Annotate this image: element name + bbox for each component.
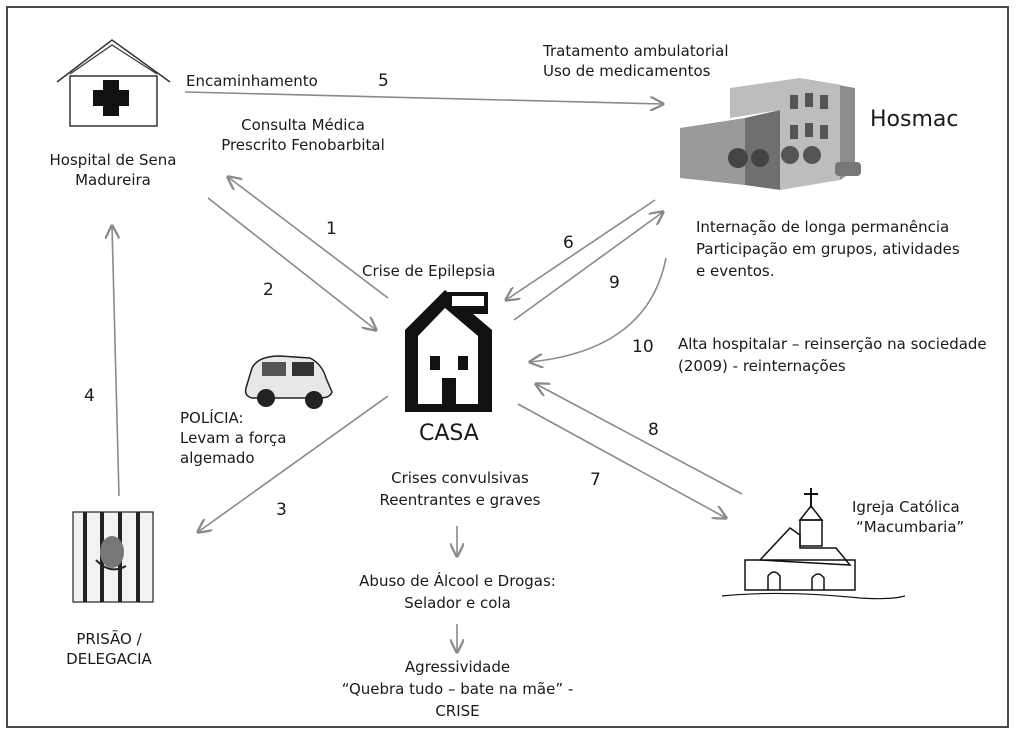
diagram-frame: [6, 6, 1009, 728]
arrow-5: [184, 91, 663, 104]
edge-number-8: 8: [648, 420, 659, 440]
casa-label: CASA: [419, 421, 479, 446]
tratamento-label: Tratamento ambulatorial Uso de medicamen…: [543, 41, 729, 81]
abuso-line2: Selador e cola: [404, 594, 511, 612]
encaminhamento-label: Encaminhamento: [186, 72, 318, 90]
policia-label-line1: POLÍCIA:: [180, 409, 244, 427]
arrow-1: [228, 177, 389, 299]
casa-house-icon: [405, 290, 492, 412]
alta-label: Alta hospitalar – reinserção na sociedad…: [678, 333, 987, 377]
edge-number-7: 7: [590, 470, 601, 490]
edge-number-3: 3: [276, 500, 287, 520]
internacao-label: Internação de longa permanência Particip…: [696, 216, 960, 282]
edge-number-6: 6: [563, 233, 574, 253]
hospital-label-line2: Madureira: [75, 171, 151, 189]
crises-line2: Reentrantes e graves: [379, 491, 541, 509]
abuso-label: Abuso de Álcool e Drogas: Selador e cola: [345, 570, 570, 614]
alta-line2: (2009) - reinternações: [678, 357, 846, 375]
consulta-line2: Prescrito Fenobarbital: [221, 136, 385, 154]
agressividade-line3: CRISE: [435, 702, 480, 720]
internacao-line2: Participação em grupos, atividades: [696, 240, 960, 258]
agressividade-line1: Agressividade: [404, 658, 511, 676]
church-icon: [721, 488, 906, 600]
edge-number-1: 1: [326, 219, 337, 239]
agressividade-label: Agressividade “Quebra tudo – bate na mãe…: [310, 656, 605, 722]
arrow-4: [112, 226, 120, 497]
agressividade-line2: “Quebra tudo – bate na mãe” -: [341, 680, 574, 698]
policia-label-line3: algemado: [180, 449, 255, 467]
igreja-label: Igreja Católica “Macumbaria”: [852, 497, 964, 537]
edge-number-9: 9: [609, 273, 620, 293]
arrow-2: [207, 197, 376, 330]
arrow-9: [513, 212, 663, 321]
alta-line1: Alta hospitalar – reinserção na sociedad…: [678, 335, 987, 353]
edge-number-2: 2: [263, 280, 274, 300]
igreja-label-line2: “Macumbaria”: [856, 518, 965, 536]
tratamento-line2: Uso de medicamentos: [543, 62, 711, 80]
hosmac-label: Hosmac: [870, 107, 959, 132]
hospital-icon: [56, 39, 171, 127]
crises-line1: Crises convulsivas: [391, 469, 529, 487]
flow-arrows: [112, 91, 743, 652]
police-car-icon: [244, 355, 333, 409]
prisao-label-line2: DELEGACIA: [66, 650, 152, 668]
edge-number-5: 5: [378, 71, 389, 91]
arrow-3: [198, 395, 389, 532]
hospital-label: Hospital de Sena Madureira: [32, 150, 194, 190]
crises-label: Crises convulsivas Reentrantes e graves: [360, 467, 560, 511]
policia-label: POLÍCIA: Levam a força algemado: [180, 408, 286, 468]
prisao-label: PRISÃO / DELEGACIA: [44, 629, 174, 669]
igreja-label-line1: Igreja Católica: [852, 498, 960, 516]
policia-label-line2: Levam a força: [180, 429, 287, 447]
tratamento-line1: Tratamento ambulatorial: [543, 42, 729, 60]
consulta-line1: Consulta Médica: [241, 116, 365, 134]
prisao-label-line1: PRISÃO /: [76, 630, 142, 648]
hospital-label-line1: Hospital de Sena: [49, 151, 177, 169]
arrow-10: [530, 257, 667, 362]
prison-icon: [72, 511, 154, 603]
arrow-7: [517, 403, 726, 518]
consulta-label: Consulta Médica Prescrito Fenobarbital: [208, 115, 398, 155]
internacao-line1: Internação de longa permanência: [696, 218, 950, 236]
edge-number-10: 10: [632, 337, 654, 357]
edge-number-4: 4: [84, 386, 95, 406]
casa-top-label: Crise de Epilepsia: [362, 262, 496, 280]
arrow-6: [506, 199, 656, 300]
arrow-8: [536, 384, 743, 495]
internacao-line3: e eventos.: [696, 262, 775, 280]
hosmac-building-icon: [680, 78, 861, 190]
abuso-line1: Abuso de Álcool e Drogas:: [359, 572, 556, 590]
